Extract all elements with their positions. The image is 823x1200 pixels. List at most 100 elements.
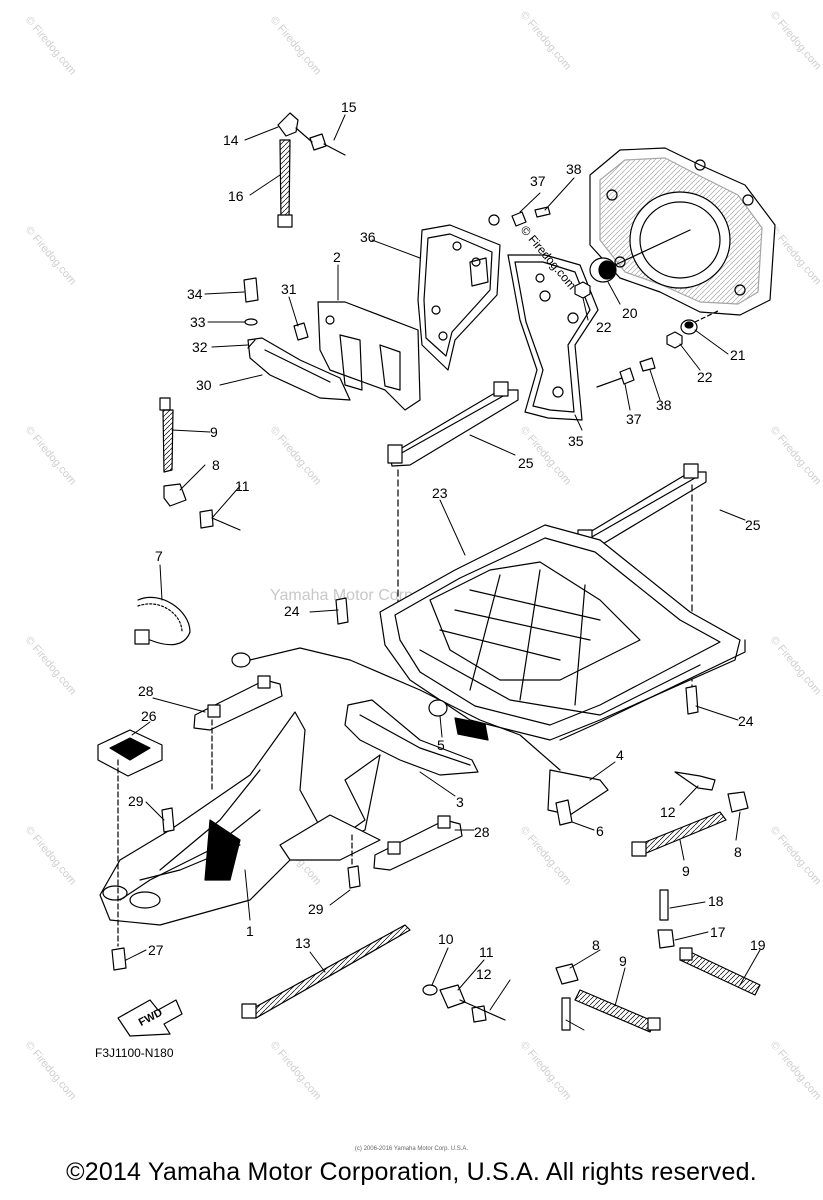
footer-copyright: ©2014 Yamaha Motor Corporation, U.S.A. A… — [66, 1158, 757, 1186]
tie-13 — [241, 924, 411, 1019]
watermark: © Firedog.com — [23, 14, 79, 77]
pad-26 — [97, 729, 163, 777]
callout: 27 — [148, 942, 164, 958]
callout: 26 — [141, 708, 157, 724]
clip-tie-right — [631, 771, 749, 857]
nut-22 — [574, 281, 683, 349]
callout: 11 — [235, 478, 250, 494]
callout: 1 — [246, 923, 254, 939]
callout: 25 — [518, 455, 534, 471]
callout: 36 — [360, 229, 376, 245]
watermark: © Firedog.com — [768, 824, 823, 887]
callout: 10 — [438, 931, 454, 947]
mount-28-left — [193, 675, 283, 731]
callout-labels: 14 15 16 37 38 36 2 34 31 33 32 22 20 21… — [128, 99, 766, 982]
bracket-30 — [247, 337, 351, 401]
callout: 28 — [474, 824, 490, 840]
callout: 15 — [341, 99, 357, 115]
tiny-copyright: (c) 2006-2016 Yamaha Motor Corp. U.S.A. — [354, 1146, 469, 1152]
callout: 11 — [479, 944, 494, 960]
callout: 9 — [619, 953, 627, 969]
watermark: © Firedog.com — [268, 1039, 324, 1102]
rail-25-right — [577, 463, 707, 549]
callout: 23 — [432, 485, 448, 501]
watermark: © Firedog.com — [23, 1039, 79, 1102]
callout: 12 — [476, 966, 492, 982]
strap-7 — [134, 596, 191, 646]
callout: 8 — [734, 844, 742, 860]
callout: 8 — [212, 457, 220, 473]
callout: 22 — [596, 319, 612, 335]
callout: 34 — [187, 286, 203, 302]
callout: 8 — [592, 937, 600, 953]
watermark: © Firedog.com — [23, 424, 79, 487]
callout: 28 — [138, 683, 154, 699]
callout: 20 — [622, 305, 638, 321]
callout: 13 — [295, 935, 311, 951]
callout: 22 — [697, 369, 713, 385]
engine-housing — [589, 147, 776, 316]
watermark: © Firedog.com — [518, 824, 574, 887]
plate-35 — [507, 254, 599, 421]
callout: 14 — [223, 132, 239, 148]
cable-assembly — [231, 647, 609, 826]
clip-bottom-10-8-11 — [422, 984, 506, 1023]
bolt-27 — [111, 719, 213, 971]
callout: 29 — [308, 901, 324, 917]
watermark: © Firedog.com — [268, 424, 324, 487]
callout: 37 — [530, 173, 546, 189]
callout: 24 — [284, 603, 300, 619]
bracket-2 — [317, 301, 421, 411]
cushion-3 — [344, 699, 479, 776]
watermark: © Firedog.com — [768, 424, 823, 487]
callout: 24 — [738, 713, 754, 729]
leader-lines — [125, 114, 761, 1031]
tie-clip-left — [159, 397, 241, 531]
callout: 5 — [437, 737, 445, 753]
watermark: © Firedog.com — [23, 224, 79, 287]
bolt-37-38-lower — [596, 357, 656, 388]
callout: 37 — [626, 411, 642, 427]
bolt-37-38-top — [488, 206, 551, 227]
nut-21 — [680, 309, 721, 335]
callout: 9 — [682, 863, 690, 879]
part-code: F3J1100-N180 — [95, 1046, 174, 1060]
bolt-24 — [335, 597, 699, 715]
watermark: © Firedog.com — [268, 14, 324, 77]
callout: 21 — [730, 347, 746, 363]
callout: 6 — [596, 823, 604, 839]
watermark: © Firedog.com — [768, 634, 823, 697]
callout: 17 — [710, 924, 726, 940]
hull-piece-1 — [99, 711, 381, 926]
engine-bed-23 — [379, 524, 746, 741]
callout: 31 — [281, 281, 297, 297]
watermark: © Firedog.com — [518, 1039, 574, 1102]
callout: 35 — [568, 433, 584, 449]
callout: 9 — [210, 424, 218, 440]
callout: 33 — [190, 314, 206, 330]
gasket-36 — [417, 224, 501, 371]
clip-tie-assembly — [277, 112, 346, 228]
callout: 3 — [456, 794, 464, 810]
callout: 18 — [708, 893, 724, 909]
watermark: © Firedog.com — [768, 9, 823, 72]
callout: 19 — [750, 937, 766, 953]
callout: 30 — [196, 377, 212, 393]
hardware-31-34 — [243, 277, 309, 349]
clip-bottom-8-9-12 — [555, 963, 661, 1033]
watermark: © Firedog.com — [518, 9, 574, 72]
watermark: © Firedog.com — [768, 1039, 823, 1102]
clip-17-18-19 — [657, 889, 761, 996]
callout: 38 — [656, 397, 672, 413]
watermark: © Firedog.com — [23, 824, 79, 887]
callout: 38 — [566, 161, 582, 177]
mount-28-right — [373, 815, 463, 871]
callout: 32 — [192, 339, 208, 355]
bolt-29 — [161, 807, 361, 889]
callout: 12 — [660, 804, 676, 820]
watermark: © Firedog.com — [23, 634, 79, 697]
rail-25-upper — [387, 381, 519, 467]
callout: 4 — [616, 747, 624, 763]
watermark: © Firedog.com — [768, 224, 823, 287]
